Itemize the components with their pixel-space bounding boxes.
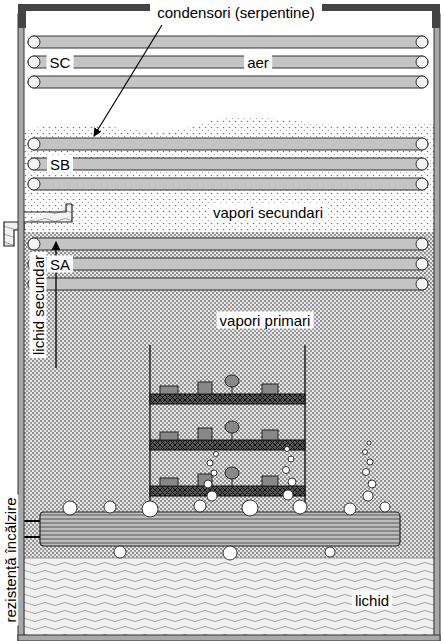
condenser-pipe	[28, 36, 428, 48]
bubble	[367, 459, 373, 465]
condenser-pipe	[28, 138, 428, 150]
bubble	[380, 502, 390, 512]
tank-wall	[434, 14, 440, 641]
coil-label: SA	[47, 256, 73, 273]
region-label: vapori primari	[217, 312, 314, 329]
bubble	[293, 500, 307, 514]
condenser-pipe	[28, 158, 428, 170]
liquid-bath	[24, 558, 434, 636]
condenser-pipe	[28, 178, 428, 190]
heater-element	[40, 512, 400, 546]
tank-wall	[18, 14, 24, 641]
callout-label: condensori (serpentine)	[154, 4, 318, 21]
bubble	[368, 480, 376, 488]
bubble	[344, 503, 356, 515]
part-label: rezistență încălzire	[1, 494, 18, 625]
pcb-basket	[150, 345, 305, 530]
secondary-vapour	[24, 117, 434, 234]
bubble	[114, 546, 126, 558]
tank-bottom	[18, 635, 440, 641]
bubble	[204, 480, 212, 488]
coil-label: SC	[47, 54, 74, 71]
bubble	[211, 470, 217, 476]
bubble	[242, 500, 258, 516]
air-region	[24, 14, 434, 134]
vapour-bubbles	[63, 441, 390, 560]
region-label: lichid	[352, 592, 392, 609]
bubble	[63, 501, 77, 515]
secondary-outlet	[4, 204, 72, 246]
primary-vapour	[24, 232, 434, 560]
bubble	[363, 450, 368, 455]
bubble	[142, 501, 158, 517]
bubble	[283, 490, 293, 500]
tank-lid	[18, 4, 150, 28]
bubble	[223, 546, 237, 560]
tank-lid	[322, 4, 440, 28]
condenser-pipe	[28, 56, 428, 68]
gutter-edge	[24, 204, 72, 212]
bubble	[363, 469, 370, 476]
bubble	[283, 467, 290, 474]
region-label: vapori secundari	[210, 204, 326, 221]
bubble	[288, 478, 296, 486]
bubble	[285, 447, 290, 452]
bubble	[194, 500, 206, 512]
bubble	[104, 501, 116, 513]
bubble	[207, 491, 217, 501]
condenser-pipe	[28, 238, 428, 250]
flow-label: lichid secundar	[30, 252, 47, 358]
condenser-pipe	[28, 278, 428, 290]
bubble	[288, 456, 294, 462]
bubble	[207, 460, 213, 466]
bubble	[363, 491, 373, 501]
leader-arrow	[94, 25, 162, 136]
bubble	[325, 547, 335, 557]
coil-label: SB	[47, 156, 73, 173]
region-label: aer	[244, 54, 272, 71]
condenser-pipe	[28, 76, 428, 88]
bubble	[367, 441, 371, 445]
condenser-pipe	[28, 258, 428, 270]
bubble	[214, 452, 219, 457]
